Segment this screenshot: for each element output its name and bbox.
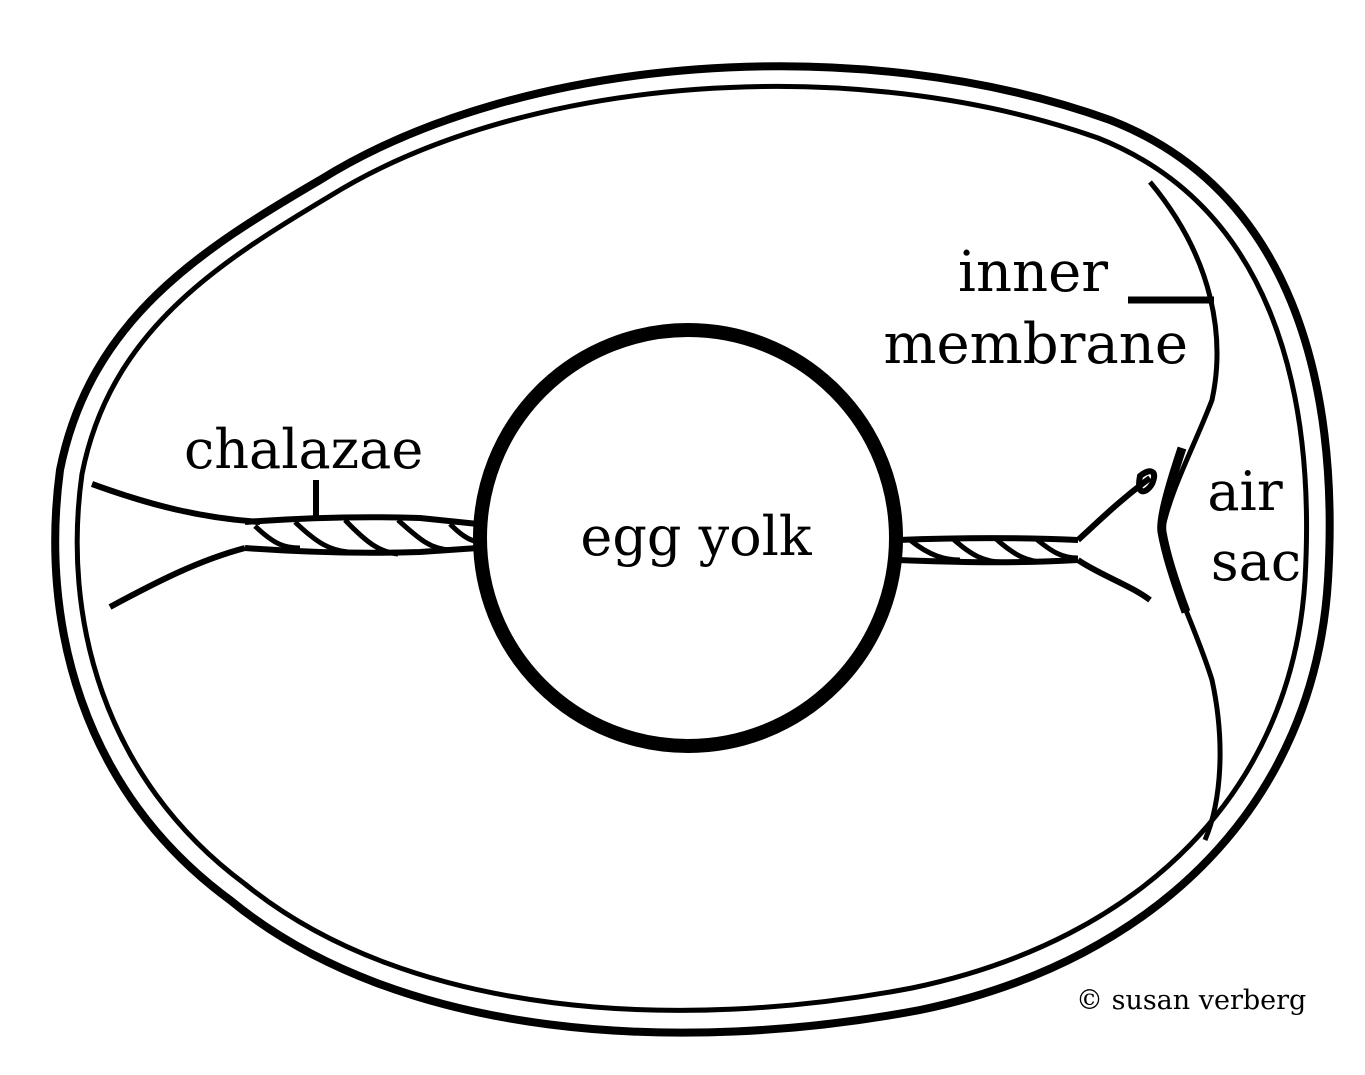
inner-membrane-label-line2: membrane <box>883 312 1188 377</box>
air-sac-label-line2: sac <box>1211 530 1301 593</box>
egg-yolk-label: egg yolk <box>580 505 813 568</box>
chalazae-label: chalazae <box>184 418 423 481</box>
egg-shell-outer <box>51 62 1334 1037</box>
egg-yolk-circle <box>473 323 903 753</box>
chalazae-right <box>897 468 1158 603</box>
egg-shell-inner <box>74 83 1310 1013</box>
copyright-text: © susan verberg <box>1076 985 1306 1016</box>
chalazae-left <box>90 481 479 610</box>
inner-membrane-label-line1: inner <box>958 240 1108 305</box>
air-sac-label-line1: air <box>1207 460 1282 523</box>
air-sac-bulge <box>1157 446 1191 614</box>
